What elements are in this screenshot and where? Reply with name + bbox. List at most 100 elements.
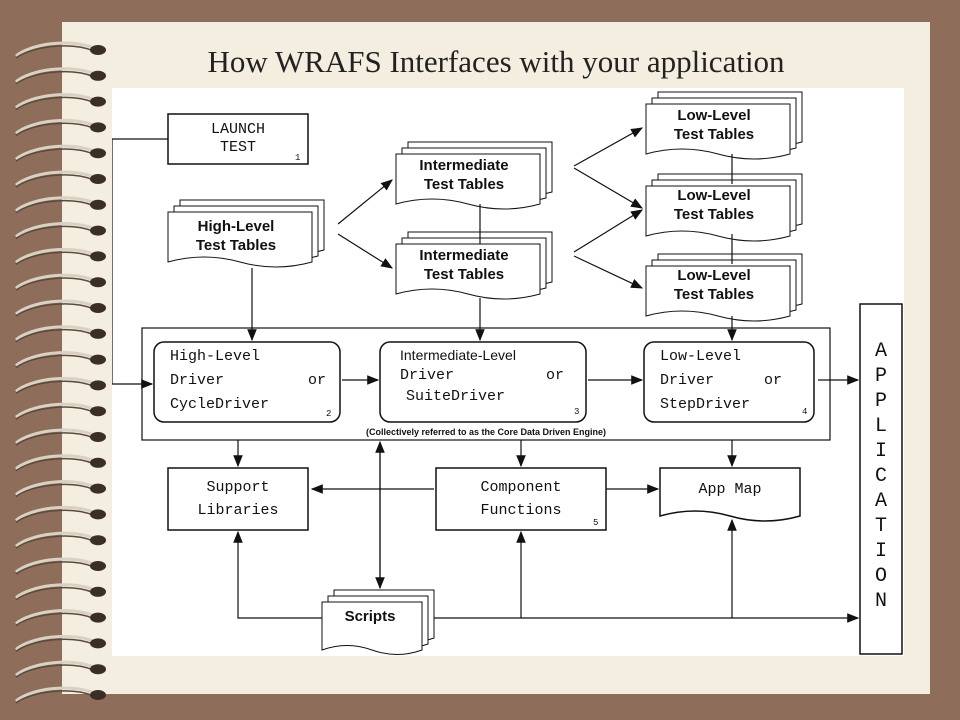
high-to-inter1-arrow <box>337 179 393 225</box>
binding-ring <box>15 299 106 317</box>
inter-tables-2-line2: Test Tables <box>424 266 504 283</box>
launch-test-box: LAUNCH TEST 1 <box>167 113 309 165</box>
low-driver-number: 4 <box>802 407 807 417</box>
binding-ring <box>15 480 106 498</box>
binding-ring <box>15 428 106 446</box>
inter-driver-line2a: Driver <box>400 367 454 384</box>
binding-ring <box>15 41 106 59</box>
app-map-box: App Map <box>659 467 801 522</box>
application-letter: C <box>875 465 887 488</box>
scripts-label: Scripts <box>345 608 396 625</box>
binding-ring <box>15 273 106 291</box>
binding-ring <box>15 557 106 575</box>
application-box <box>859 303 903 655</box>
scripts-stack: Scripts <box>321 589 435 655</box>
inter2-to-low2-arrow <box>573 209 644 253</box>
spiral-binding <box>15 41 106 704</box>
binding-ring <box>15 583 106 601</box>
binding-ring <box>15 118 106 137</box>
high-level-test-tables: High-Level Test Tables <box>167 199 325 268</box>
launch-test-line1: LAUNCH <box>211 121 265 138</box>
component-number: 5 <box>593 518 598 528</box>
high-tables-line1: High-Level <box>198 218 275 235</box>
binding-ring <box>15 609 106 627</box>
support-line1: Support <box>206 479 269 496</box>
app-map-label: App Map <box>698 481 761 498</box>
application-letter: P <box>875 390 887 413</box>
launch-test-line2: TEST <box>220 139 256 156</box>
inter-driver-line1: Intermediate-Level <box>400 347 516 363</box>
inter1-to-low2-arrow <box>573 167 644 209</box>
binding-ring <box>15 634 106 653</box>
high-driver-line1: High-Level <box>170 348 260 365</box>
binding-ring <box>15 660 106 678</box>
application-letter: O <box>875 565 887 588</box>
support-line2: Libraries <box>197 502 278 519</box>
high-driver-line3: CycleDriver <box>170 396 269 413</box>
high-driver-line2a: Driver <box>170 372 224 389</box>
inter-driver-line3: SuiteDriver <box>406 388 505 405</box>
binding-ring <box>15 376 106 395</box>
core-engine-caption: (Collectively referred to as the Core Da… <box>366 427 606 437</box>
low-driver-line1: Low-Level <box>660 348 741 365</box>
binding-ring <box>15 686 106 704</box>
low-tables-1-line2: Test Tables <box>674 126 754 143</box>
low-level-driver: Low-Level Driver or StepDriver 4 <box>643 341 815 423</box>
low-level-test-tables-2: Low-Level Test Tables <box>645 173 803 242</box>
application-letter: I <box>875 440 887 463</box>
application-letter: I <box>875 540 887 563</box>
high-driver-line2b: or <box>308 372 326 389</box>
inter-tables-1-line2: Test Tables <box>424 176 504 193</box>
launch-to-highdriver-arrow <box>112 138 168 389</box>
application-letter: A <box>875 490 887 513</box>
binding-ring <box>15 325 106 343</box>
low-tables-2-line1: Low-Level <box>677 187 750 204</box>
application-letter: A <box>875 340 887 363</box>
binding-ring <box>15 67 106 85</box>
inter-driver-line2b: or <box>546 367 564 384</box>
low-level-test-tables-3: Low-Level Test Tables <box>645 253 803 322</box>
low-driver-line2b: or <box>764 372 782 389</box>
low-tables-3-line2: Test Tables <box>674 286 754 303</box>
intermediate-level-driver: Intermediate-Level Driver or SuiteDriver… <box>379 341 587 423</box>
binding-ring <box>15 144 106 162</box>
binding-ring <box>15 247 106 266</box>
low-tables-1-line1: Low-Level <box>677 107 750 124</box>
inter-tables-2-line1: Intermediate <box>419 247 508 264</box>
wrafs-diagram: LAUNCH TEST 1 High-Level Test Tables Int… <box>112 88 904 656</box>
launch-test-number: 1 <box>295 153 300 163</box>
binding-ring <box>15 531 106 549</box>
connectors <box>112 127 860 623</box>
binding-ring <box>15 196 106 214</box>
intermediate-test-tables-1: Intermediate Test Tables <box>395 141 553 210</box>
binding-ring <box>15 93 106 111</box>
low-driver-line3: StepDriver <box>660 396 750 413</box>
binding-ring <box>15 402 106 420</box>
high-to-inter2-arrow <box>337 233 394 269</box>
inter1-to-low1-arrow <box>573 127 644 167</box>
high-driver-number: 2 <box>326 409 331 419</box>
component-functions-box: Component Functions 5 <box>435 467 607 531</box>
application-letter: N <box>875 590 887 613</box>
binding-ring <box>15 454 106 472</box>
low-driver-line2a: Driver <box>660 372 714 389</box>
binding-ring <box>15 170 106 188</box>
binding-ring <box>15 505 106 524</box>
high-level-driver: High-Level Driver or CycleDriver 2 <box>153 341 341 423</box>
scripts-to-support-arrow <box>233 530 322 619</box>
binding-ring <box>15 351 106 369</box>
application-letter: L <box>875 415 887 438</box>
component-line1: Component <box>480 479 561 496</box>
support-libraries-box: Support Libraries <box>167 467 309 531</box>
application-letter: T <box>875 515 887 538</box>
inter-tables-1-line1: Intermediate <box>419 157 508 174</box>
inter2-to-low3-arrow <box>573 255 644 289</box>
high-tables-line2: Test Tables <box>196 237 276 254</box>
application-letter: P <box>875 365 887 388</box>
component-line2: Functions <box>480 502 561 519</box>
intermediate-test-tables-2: Intermediate Test Tables <box>395 231 553 300</box>
low-tables-3-line1: Low-Level <box>677 267 750 284</box>
binding-ring <box>15 222 106 240</box>
low-level-test-tables-1: Low-Level Test Tables <box>645 91 803 160</box>
